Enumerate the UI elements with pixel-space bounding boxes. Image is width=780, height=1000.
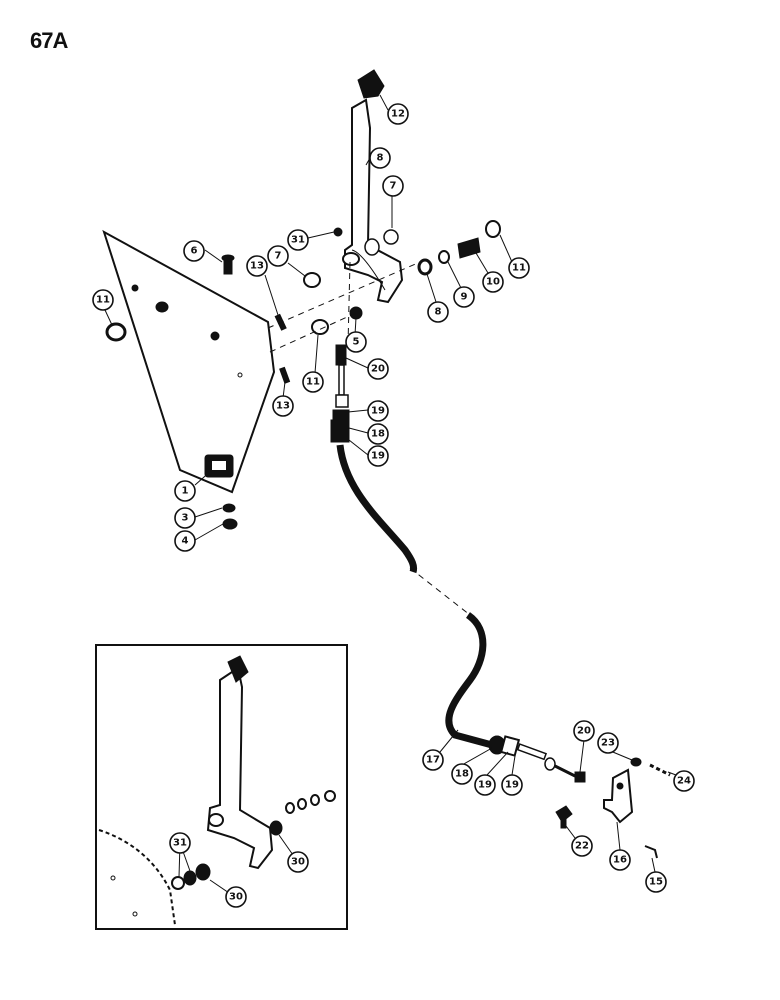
small-parts: [105, 220, 501, 530]
page-number-label: 67A: [30, 28, 68, 53]
svg-text:18: 18: [455, 769, 469, 780]
assembly-lines: [267, 261, 471, 616]
lever-knob: [357, 69, 385, 99]
control-cable-upper: [336, 444, 418, 574]
mounting-plate: [102, 229, 276, 494]
svg-text:9: 9: [461, 292, 468, 303]
svg-text:17: 17: [426, 755, 440, 766]
control-cable-lower: [445, 612, 493, 749]
svg-text:19: 19: [371, 451, 385, 462]
callout-23: 23: [597, 732, 619, 754]
callout-3: 3: [174, 507, 196, 529]
svg-text:11: 11: [96, 295, 110, 306]
svg-text:19: 19: [505, 780, 519, 791]
callout-24: 24: [673, 770, 695, 792]
callout-8b: 8: [427, 301, 449, 323]
callout-22: 22: [571, 835, 593, 857]
leader-lines: [104, 94, 677, 896]
svg-text:30: 30: [291, 857, 305, 868]
callout-20a: 20: [367, 358, 389, 380]
svg-text:5: 5: [353, 337, 360, 348]
svg-text:7: 7: [390, 181, 397, 192]
callout-7b: 7: [267, 245, 289, 267]
callout-19b: 19: [367, 445, 389, 467]
upper-cable-end: [330, 344, 350, 443]
callout-20b: 20: [573, 720, 595, 742]
svg-text:13: 13: [250, 261, 264, 272]
callout-30b: 30: [225, 886, 247, 908]
svg-text:22: 22: [575, 841, 589, 852]
callout-9: 9: [453, 286, 475, 308]
svg-text:10: 10: [486, 277, 500, 288]
svg-text:15: 15: [649, 877, 663, 888]
callout-13b: 13: [272, 395, 294, 417]
callout-1: 1: [174, 480, 196, 502]
callout-30a: 30: [287, 851, 309, 873]
svg-text:13: 13: [276, 401, 290, 412]
callout-11b: 11: [508, 257, 530, 279]
callout-18b: 18: [451, 763, 473, 785]
svg-text:6: 6: [191, 246, 198, 257]
callout-19a: 19: [367, 400, 389, 422]
svg-text:12: 12: [391, 109, 405, 120]
shift-lever: [342, 98, 404, 304]
svg-text:18: 18: [371, 429, 385, 440]
svg-text:7: 7: [275, 251, 282, 262]
svg-text:4: 4: [182, 536, 189, 547]
callout-6: 6: [183, 240, 205, 262]
svg-text:1: 1: [182, 486, 189, 497]
callout-8: 8: [369, 147, 391, 169]
svg-text:20: 20: [577, 726, 591, 737]
inset-detail: [95, 644, 348, 930]
callout-31: 31: [287, 229, 309, 251]
lower-cable-end: [488, 735, 586, 783]
svg-text:16: 16: [613, 855, 627, 866]
svg-text:19: 19: [371, 406, 385, 417]
callout-16: 16: [609, 849, 631, 871]
svg-text:11: 11: [512, 263, 526, 274]
callout-11a: 11: [92, 289, 114, 311]
callout-7: 7: [382, 175, 404, 197]
callout-17: 17: [422, 749, 444, 771]
callout-18a: 18: [367, 423, 389, 445]
callout-19c: 19: [474, 774, 496, 796]
svg-text:8: 8: [435, 307, 442, 318]
callout-31b: 31: [169, 832, 191, 854]
callout-15: 15: [645, 871, 667, 893]
svg-text:3: 3: [182, 513, 189, 524]
callout-4: 4: [174, 530, 196, 552]
callout-11c: 11: [302, 371, 324, 393]
svg-text:23: 23: [601, 738, 615, 749]
svg-text:8: 8: [377, 153, 384, 164]
callout-5: 5: [345, 331, 367, 353]
svg-text:24: 24: [677, 776, 691, 787]
svg-text:11: 11: [306, 377, 320, 388]
svg-text:31: 31: [291, 235, 305, 246]
callout-13: 13: [246, 255, 268, 277]
callout-19d: 19: [501, 774, 523, 796]
lower-bracket: [555, 757, 671, 859]
callout-10: 10: [482, 271, 504, 293]
callout-12: 12: [387, 103, 409, 125]
svg-text:30: 30: [229, 892, 243, 903]
svg-text:20: 20: [371, 364, 385, 375]
svg-text:31: 31: [173, 838, 187, 849]
svg-text:19: 19: [478, 780, 492, 791]
